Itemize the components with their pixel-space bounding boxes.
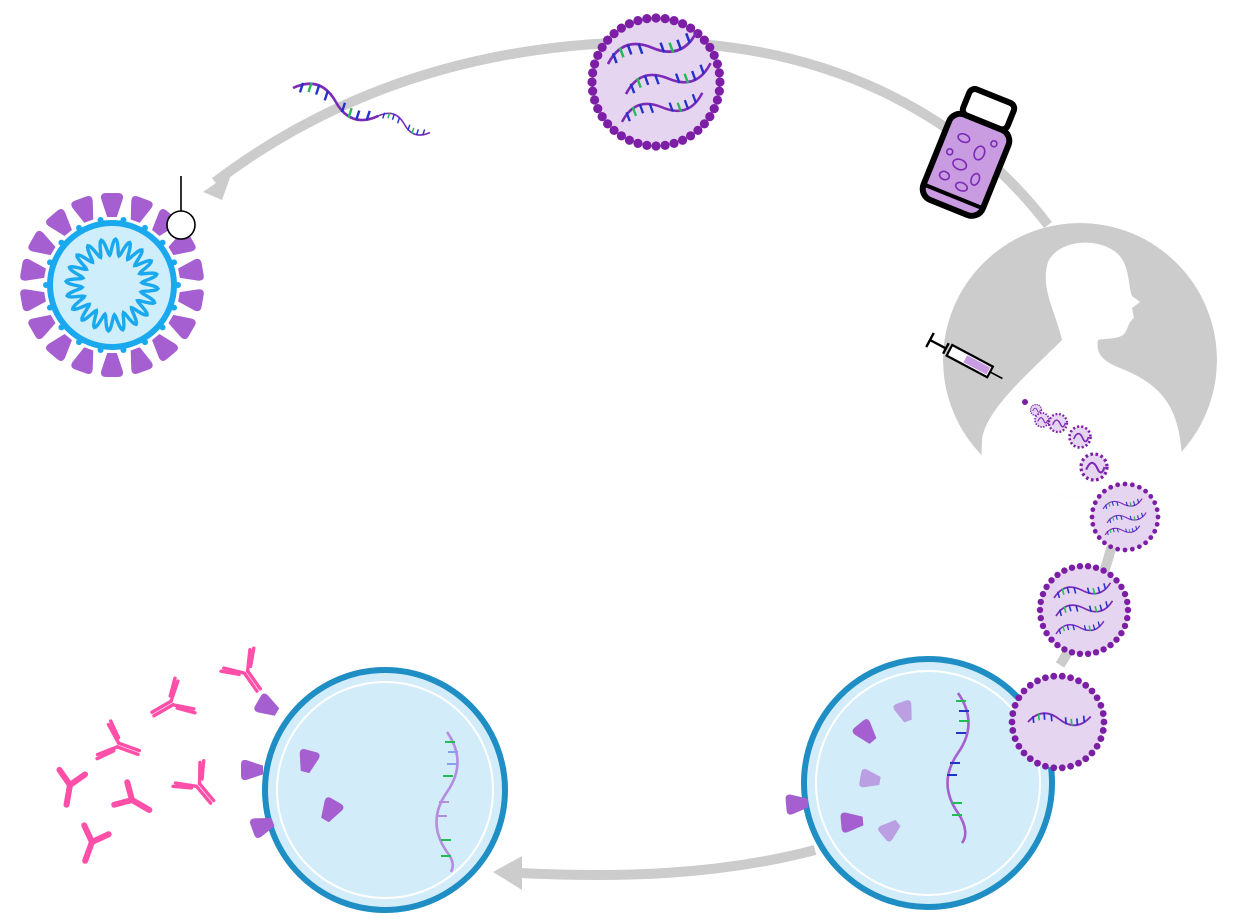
lipid-nanoparticle-icon <box>587 13 725 151</box>
cell-icon <box>785 656 1055 910</box>
antibody-icon <box>54 645 277 865</box>
zoom-callout <box>166 176 196 240</box>
lipid-nanoparticle-icon <box>1089 481 1161 553</box>
person-silhouette-icon <box>980 242 1182 497</box>
arrowheads <box>203 172 522 890</box>
person-injection <box>925 223 1217 497</box>
cell-icon <box>241 667 508 913</box>
lipid-nanoparticle-icon <box>1036 562 1132 658</box>
syringe-icon <box>925 332 1003 380</box>
lipid-nanoparticle-icon <box>1008 672 1108 772</box>
coronavirus-icon <box>19 193 205 377</box>
mrna-strand-icon <box>286 76 433 143</box>
vaccine-vial-icon <box>919 86 1018 219</box>
injected-particles <box>1022 399 1109 482</box>
